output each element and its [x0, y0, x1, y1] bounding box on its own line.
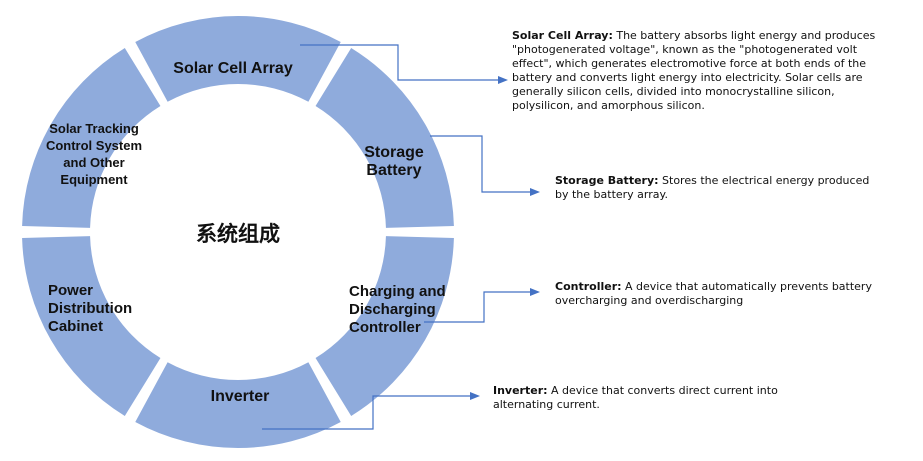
arrow-inverter [470, 392, 480, 400]
description-text: Stores the electrical energy produced by… [555, 174, 870, 201]
segment-label-line: Solar Cell Array [173, 60, 293, 77]
description-text: The battery absorbs light energy and pro… [512, 29, 876, 112]
arrow-controller [530, 288, 540, 296]
description-solar-cell-array: Solar Cell Array: The battery absorbs li… [512, 29, 892, 113]
center-label: 系统组成 [196, 222, 280, 246]
segment-label-line: Distribution [48, 300, 132, 317]
segment-cabinet [22, 236, 161, 416]
segment-solar [135, 15, 341, 102]
segment-label-inverter: Inverter [211, 388, 270, 405]
description-controller: Controller: A device that automatically … [555, 280, 895, 308]
description-inverter: Inverter: A device that converts direct … [493, 384, 813, 412]
connector-storage [430, 135, 530, 193]
segment-label-line: Discharging [349, 301, 436, 318]
connector-controller [424, 291, 530, 323]
segment-label-line: Controller [349, 319, 421, 336]
segment-storage [315, 48, 454, 228]
arrow-solar [498, 76, 508, 84]
connector-inverter [262, 395, 470, 430]
connector-solar [300, 44, 498, 81]
segment-label-line: Control System [46, 138, 142, 153]
segment-label-line: Inverter [211, 388, 270, 405]
description-title: Controller: [555, 280, 622, 293]
segment-label-line: Cabinet [48, 318, 103, 335]
arrow-storage [530, 188, 540, 196]
segment-label-line: Storage [364, 144, 424, 161]
description-text: A device that automatically prevents bat… [555, 280, 872, 307]
description-title: Storage Battery: [555, 174, 659, 187]
segment-label-line: Solar Tracking [49, 121, 139, 136]
description-title: Inverter: [493, 384, 548, 397]
description-text: A device that converts direct current in… [493, 384, 778, 411]
segment-inverter [135, 362, 341, 448]
segment-label-line: and Other [63, 155, 124, 170]
segment-controller [315, 236, 454, 416]
description-storage-battery: Storage Battery: Stores the electrical e… [555, 174, 885, 202]
segment-label-line: Charging and [349, 283, 446, 300]
segment-tracking [22, 48, 161, 228]
segment-label-line: Equipment [60, 172, 128, 187]
segment-label-line: Battery [366, 162, 421, 179]
segment-label-line: Power [48, 282, 93, 299]
description-title: Solar Cell Array: [512, 29, 613, 42]
segment-label-solar: Solar Cell Array [173, 60, 293, 77]
